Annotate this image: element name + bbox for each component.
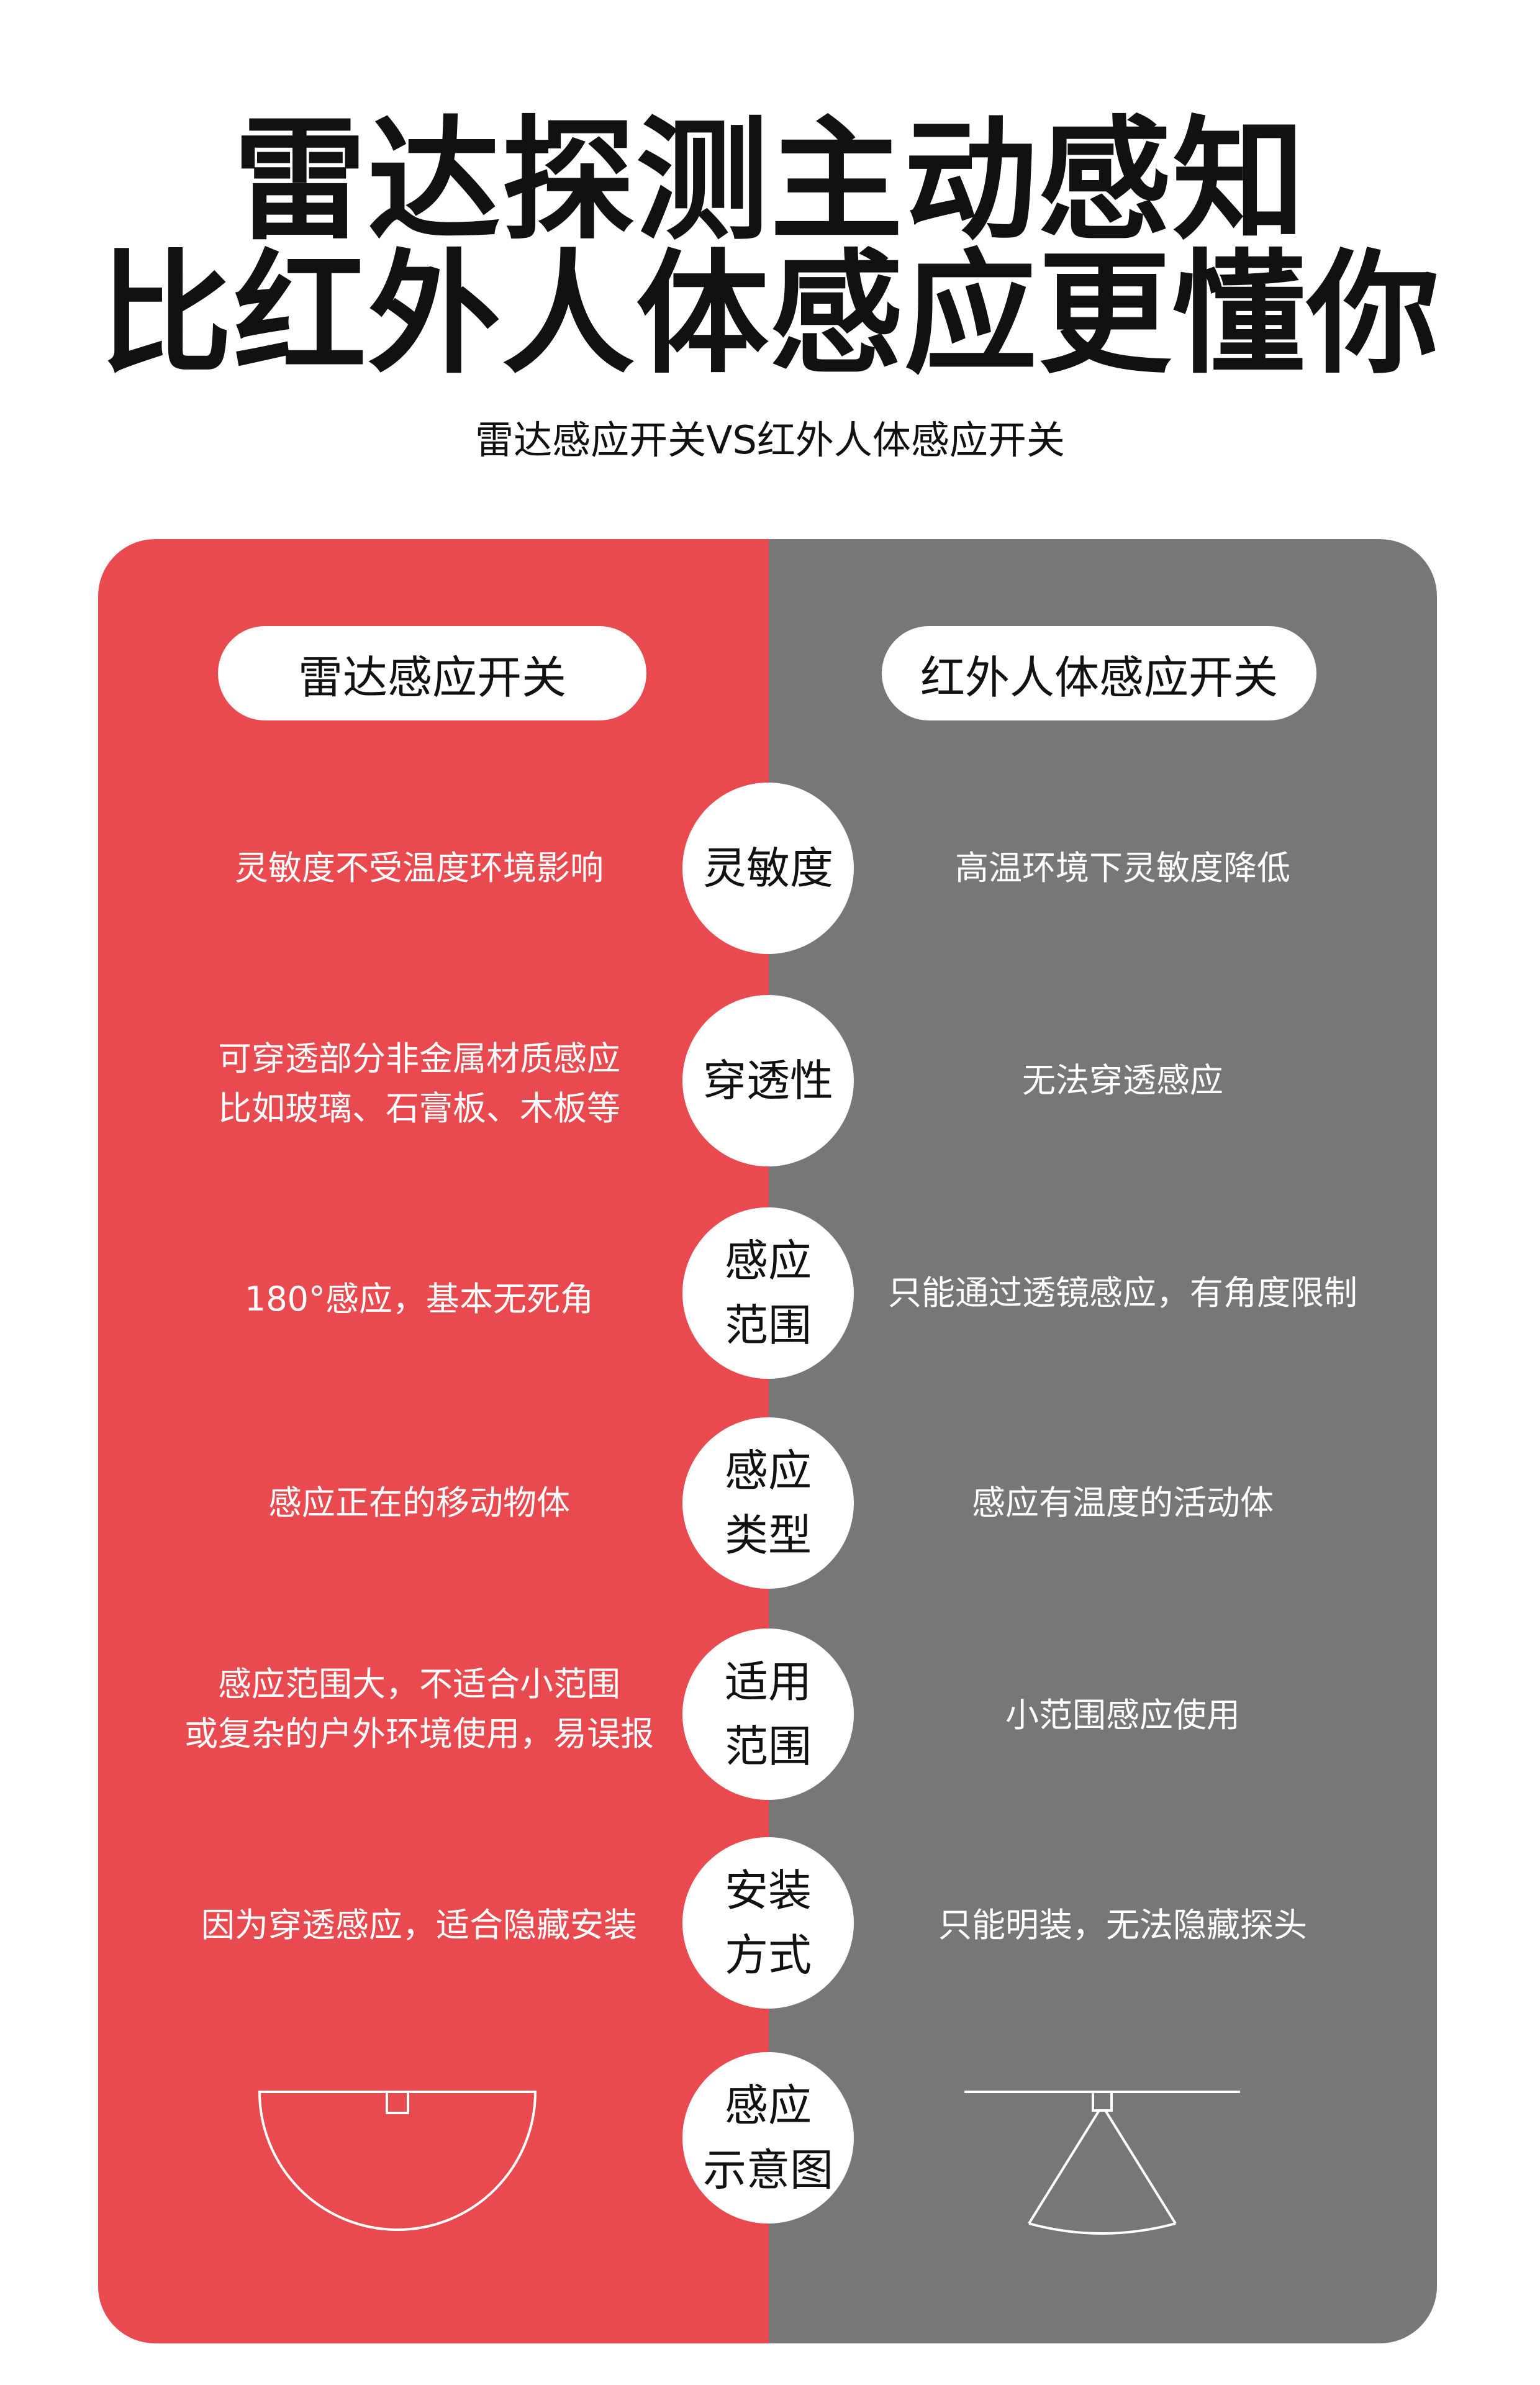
radar-type-text: 感应正在的移动物体 xyxy=(268,1483,570,1522)
page-subtitle: 雷达感应开关VS红外人体感应开关 xyxy=(475,417,1065,463)
row-label-range: 感应范围 xyxy=(682,1207,854,1379)
infrared-range-text: 只能通过透镜感应，有角度限制 xyxy=(888,1273,1357,1312)
semicircle-coverage-diagram xyxy=(258,2091,537,2231)
page-title-line-1: 雷达探测主动感知 xyxy=(233,104,1307,258)
infrared-penetration-text: 无法穿透感应 xyxy=(1022,1061,1223,1100)
infrared-scope-text: 小范围感应使用 xyxy=(1005,1696,1240,1735)
page-title-line-2: 比红外人体感应更懂你 xyxy=(99,237,1441,392)
radar-penetration-text: 可穿透部分非金属材质感应比如玻璃、石膏板、木板等 xyxy=(218,1039,620,1128)
row-label-scope: 适用范围 xyxy=(682,1629,854,1800)
radar-switch-panel xyxy=(98,539,769,2343)
row-label-type: 感应类型 xyxy=(682,1417,854,1589)
infrared-column-title: 红外人体感应开关 xyxy=(882,626,1316,720)
radar-column-title: 雷达感应开关 xyxy=(218,626,646,720)
radar-range-text: 180°感应，基本无死角 xyxy=(244,1279,594,1319)
infrared-sensitivity-text: 高温环境下灵敏度降低 xyxy=(955,848,1290,888)
infrared-type-text: 感应有温度的活动体 xyxy=(972,1483,1274,1522)
row-label-diagram: 感应示意图 xyxy=(682,2052,854,2224)
row-label-penetration: 穿透性 xyxy=(682,995,854,1166)
infrared-install-text: 只能明装，无法隐藏探头 xyxy=(938,1906,1307,1945)
row-label-sensitivity: 灵敏度 xyxy=(682,783,854,954)
radar-install-text: 因为穿透感应，适合隐藏安装 xyxy=(201,1906,637,1945)
row-label-install: 安装方式 xyxy=(682,1837,854,2009)
cone-coverage-diagram xyxy=(964,2091,1240,2235)
radar-sensitivity-text: 灵敏度不受温度环境影响 xyxy=(235,848,604,888)
infrared-switch-panel xyxy=(769,539,1437,2343)
radar-scope-text: 感应范围大，不适合小范围或复杂的户外环境使用，易误报 xyxy=(184,1665,654,1753)
